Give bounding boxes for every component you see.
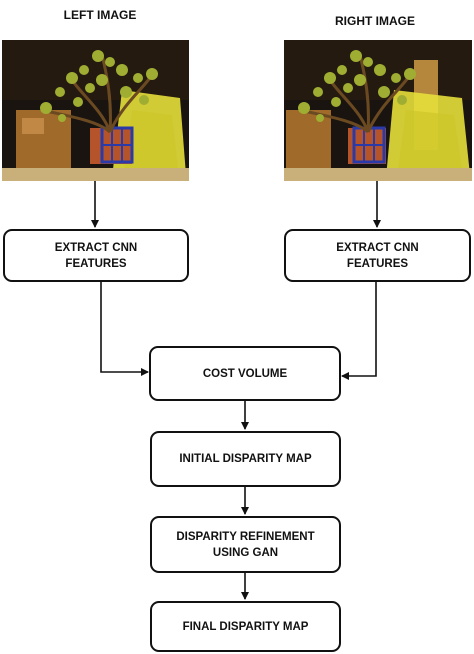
initial-disparity-map-box: INITIAL DISPARITY MAP xyxy=(150,431,341,487)
final-disparity-map-box: FINAL DISPARITY MAP xyxy=(150,601,341,652)
disparity-refinement-label: DISPARITY REFINEMENT USING GAN xyxy=(176,530,315,559)
left-image xyxy=(2,40,189,181)
extract-features-right-box: EXTRACT CNN FEATURES xyxy=(284,229,471,282)
right-image xyxy=(284,40,472,181)
arrow-right-extract-to-cost xyxy=(341,282,377,380)
extract-features-left-box: EXTRACT CNN FEATURES xyxy=(3,229,189,282)
cost-volume-label: COST VOLUME xyxy=(202,367,288,380)
final-disparity-map-label: FINAL DISPARITY MAP xyxy=(182,620,309,633)
disparity-refinement-box: DISPARITY REFINEMENT USING GAN xyxy=(150,516,341,573)
cost-volume-box: COST VOLUME xyxy=(149,346,341,401)
initial-disparity-map-label: INITIAL DISPARITY MAP xyxy=(179,453,312,465)
extract-features-left-label: EXTRACT CNN FEATURES xyxy=(54,241,138,270)
arrow-left-extract-to-cost xyxy=(100,282,149,376)
left-image-title: LEFT IMAGE xyxy=(63,8,137,22)
extract-features-right-label: EXTRACT CNN FEATURES xyxy=(336,241,419,270)
right-image-title: RIGHT IMAGE xyxy=(335,14,415,28)
